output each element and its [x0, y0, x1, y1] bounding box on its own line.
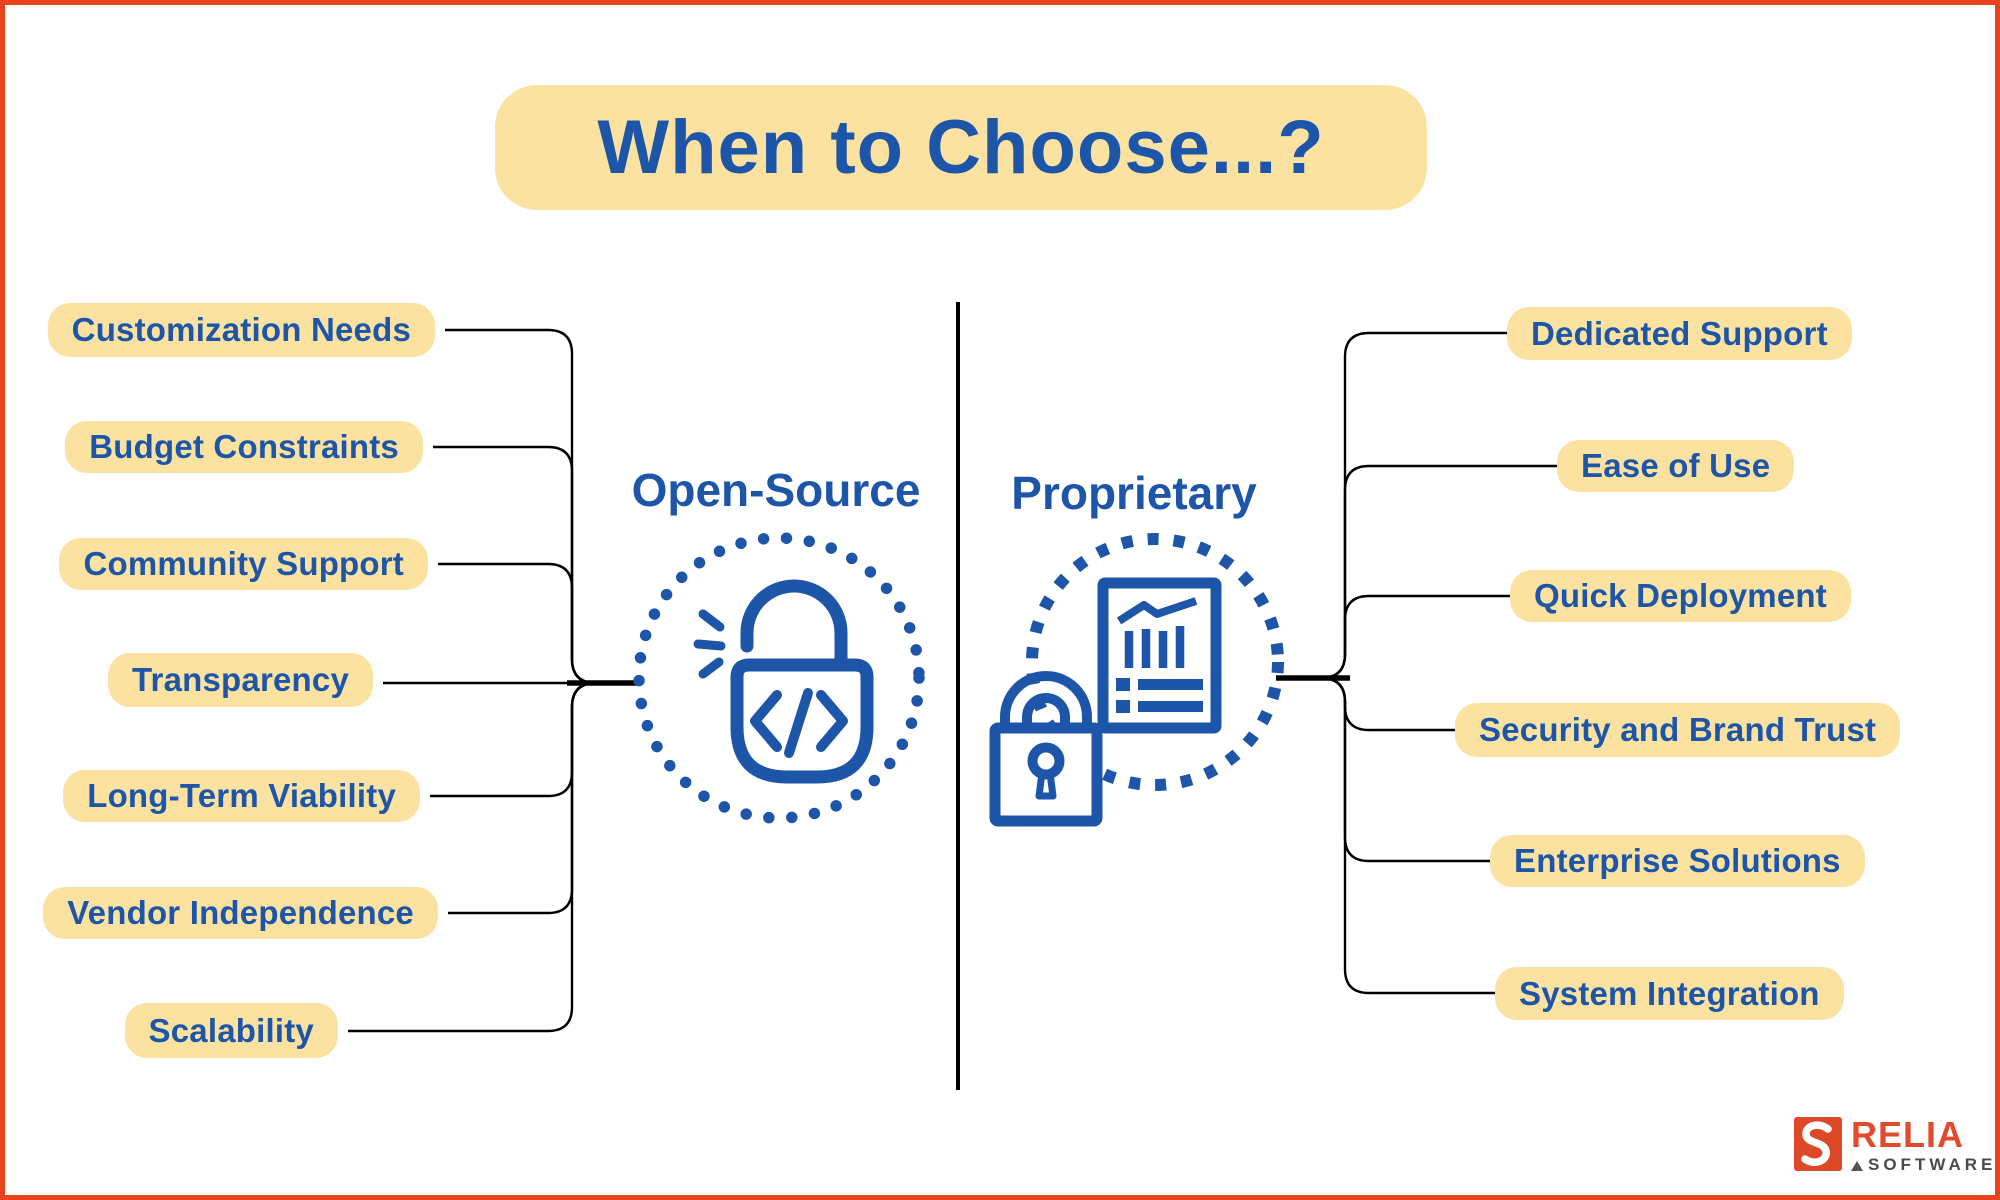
connector-lines — [348, 302, 1557, 1090]
connector-left — [348, 328, 640, 1033]
logo-brand-text: RELIA — [1851, 1114, 1964, 1155]
dashed-circle — [1026, 533, 1284, 791]
open-padlock-shackle — [740, 579, 848, 678]
relia-s-logo-icon — [1794, 1117, 1842, 1171]
logo-subtitle-text: SOFTWARE — [1868, 1155, 1997, 1174]
benefit-pill: Vendor Independence — [43, 887, 438, 939]
relia-software-logo: RELIA SOFTWARE — [1794, 1114, 1997, 1174]
benefit-pill: Dedicated Support — [1507, 307, 1852, 360]
benefit-pill: Transparency — [107, 653, 373, 707]
connector-right — [1276, 331, 1557, 995]
benefit-pill: Quick Deployment — [1510, 570, 1851, 622]
spark-lines — [693, 609, 726, 679]
benefit-pill: Budget Constraints — [65, 421, 423, 473]
proprietary-heading: Proprietary — [1011, 467, 1257, 519]
benefit-pill: Long-Term Viability — [63, 770, 420, 822]
benefit-pill: Community Support — [59, 538, 428, 590]
benefit-pill: Enterprise Solutions — [1490, 835, 1865, 887]
page-title: When to Choose...? — [495, 85, 1427, 210]
closed-padlock — [989, 671, 1103, 827]
locked-document-chart-icon — [989, 533, 1284, 827]
open-source-heading: Open-Source — [631, 464, 921, 516]
open-padlock-code-icon — [633, 532, 925, 824]
benefit-pill: Scalability — [124, 1003, 338, 1058]
benefit-pill: Customization Needs — [47, 303, 435, 357]
benefit-pill: Security and Brand Trust — [1455, 703, 1901, 757]
logo-triangle-icon — [1851, 1161, 1863, 1171]
benefit-pill: Ease of Use — [1557, 440, 1795, 492]
benefit-pill: System Integration — [1495, 967, 1844, 1020]
document-chart — [1097, 577, 1222, 734]
dotted-circle — [633, 532, 925, 824]
code-glyph — [750, 688, 848, 758]
logo-text-block: RELIA SOFTWARE — [1851, 1114, 1997, 1174]
